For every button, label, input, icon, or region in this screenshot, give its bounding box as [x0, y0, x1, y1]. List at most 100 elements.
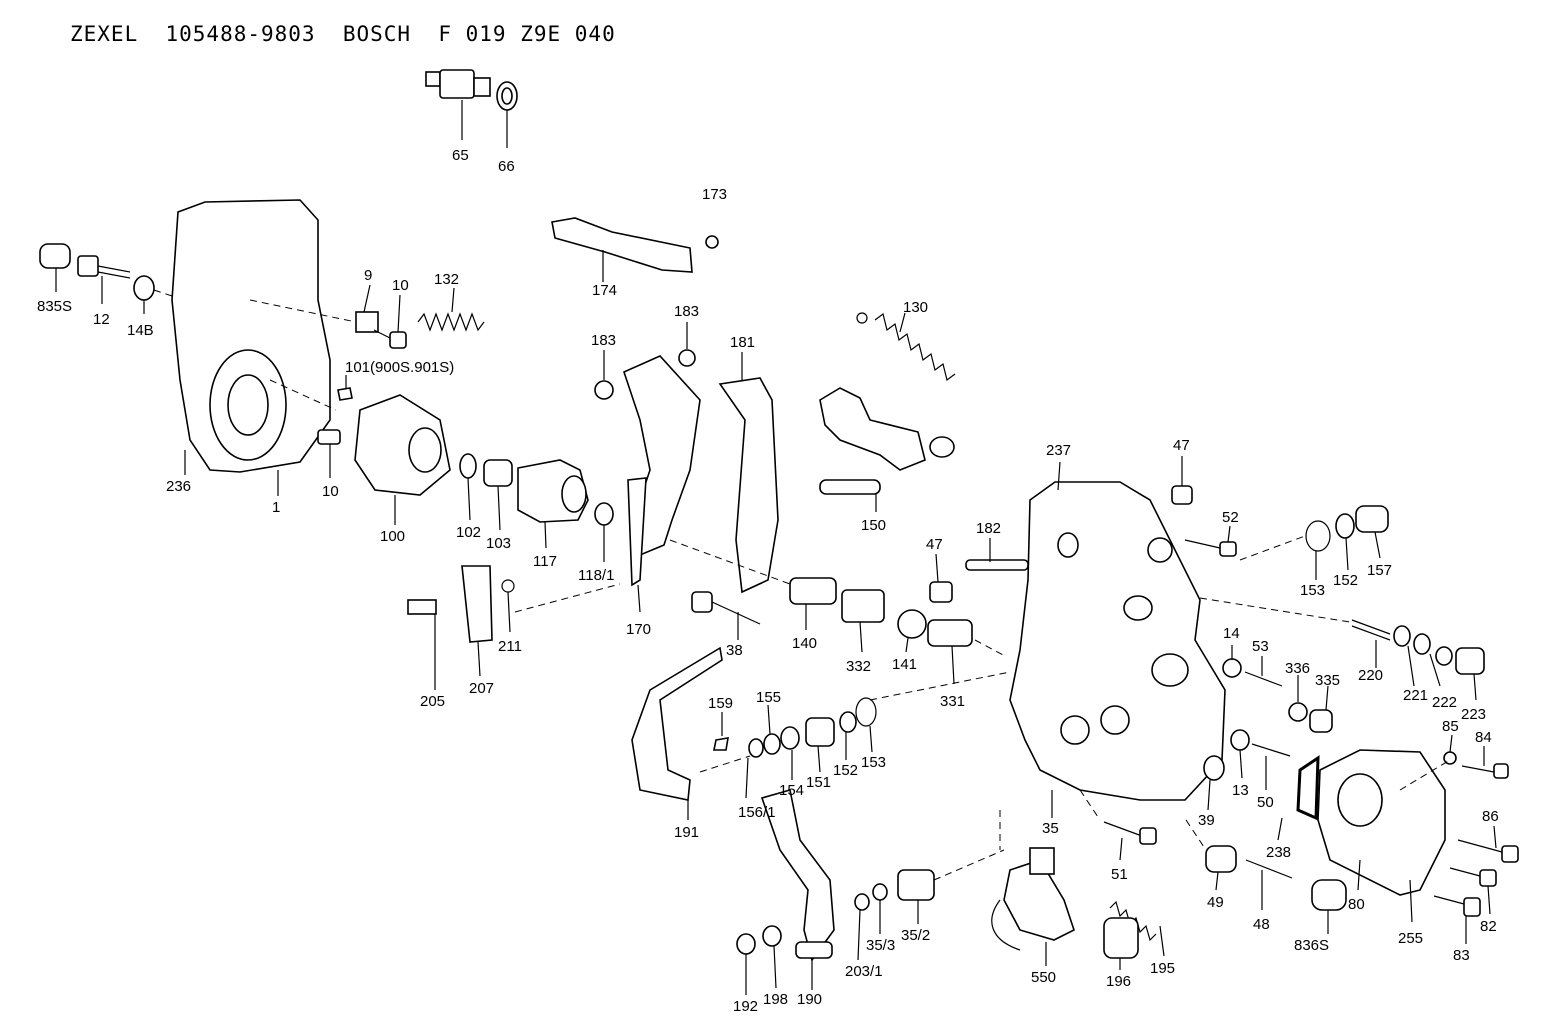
nut-222b-drawing: [1435, 646, 1453, 666]
part-label: 331: [940, 693, 965, 710]
key-159-drawing: [713, 712, 729, 751]
ring-154-drawing: [780, 726, 800, 780]
housing-237-drawing: [1009, 461, 1226, 818]
nut-14-drawing: [1222, 645, 1242, 678]
cap-836s-drawing: [1311, 879, 1347, 934]
part-label: 9: [364, 267, 372, 284]
washer-336-drawing: [1288, 675, 1308, 722]
part-label: 192: [733, 998, 758, 1015]
washer-353-drawing: [872, 883, 888, 934]
fitting-352-drawing: [897, 849, 1005, 924]
part-label: 203/1: [845, 963, 883, 980]
part-label: 14: [1223, 625, 1240, 642]
bolt-83-drawing: [1433, 895, 1481, 944]
part-label: 102: [456, 524, 481, 541]
washer-221-drawing: [1393, 625, 1415, 687]
part-label: 10: [392, 277, 409, 294]
spring-132-drawing: [417, 287, 485, 332]
bolt-51-drawing: [1103, 821, 1157, 861]
diagram-title: ZEXEL 105488-9803 BOSCH F 019 Z9E 040: [70, 22, 616, 46]
part-label: 100: [380, 528, 405, 545]
flyweight-100-drawing: [354, 394, 451, 525]
bracket-9-drawing: [355, 284, 379, 333]
washer-66-drawing: [496, 81, 518, 148]
washer-198-drawing: [762, 925, 782, 989]
screw-50-drawing: [1251, 743, 1291, 790]
part-label: 130: [903, 299, 928, 316]
plug-49-drawing: [1205, 845, 1237, 891]
part-label: 12: [93, 311, 110, 328]
plug-47b-drawing: [929, 553, 953, 603]
part-label: 101(900S.901S): [345, 359, 454, 376]
part-label: 10: [322, 483, 339, 500]
part-label: 35/3: [866, 937, 895, 954]
plug-39-drawing: [1203, 755, 1225, 811]
part-label: 118/1: [578, 567, 614, 584]
part-label: 222: [1432, 694, 1457, 711]
screw-220-drawing: [1199, 597, 1391, 668]
bolt-86-drawing: [1457, 825, 1519, 863]
washer-183a-drawing: [594, 350, 614, 400]
part-label: 49: [1207, 894, 1224, 911]
solenoid-550-drawing: [991, 847, 1075, 966]
nut-13-drawing: [1230, 729, 1250, 779]
plug-47a-drawing: [1171, 456, 1193, 505]
part-label: 117: [533, 553, 557, 570]
part-label: 39: [1198, 812, 1215, 829]
part-label: 183: [591, 332, 616, 349]
part-label: 13: [1232, 782, 1249, 799]
lever-181-drawing: [718, 352, 779, 594]
part-label: 332: [846, 658, 871, 675]
part-label: 53: [1252, 638, 1269, 655]
part-label: 190: [797, 991, 822, 1008]
sleeve-103-drawing: [483, 459, 513, 531]
pin-205-drawing: [407, 599, 437, 690]
lever-170-drawing: [623, 355, 701, 613]
part-label: 170: [626, 621, 651, 638]
oring-238-drawing: [1277, 755, 1320, 841]
part-label: 150: [861, 517, 886, 534]
part-label: 83: [1453, 947, 1470, 964]
part-label: 51: [1111, 866, 1128, 883]
part-label: 550: [1031, 969, 1056, 986]
screw-10b-drawing: [317, 429, 341, 478]
part-label: 152: [1333, 572, 1358, 589]
spring-140-drawing: [789, 577, 837, 630]
part-label: 159: [708, 695, 733, 712]
plate-207-drawing: [461, 565, 493, 677]
bolt-52-drawing: [1184, 525, 1237, 557]
part-label: 157: [1367, 562, 1392, 579]
part-label: 236: [166, 478, 191, 495]
part-label: 196: [1106, 973, 1131, 990]
part-label: 141: [892, 656, 917, 673]
part-label: 207: [469, 680, 494, 697]
lever-150-drawing: [819, 387, 955, 512]
plug-335-drawing: [1309, 685, 1333, 733]
cap-157-drawing: [1355, 505, 1389, 559]
washer-156-drawing: [745, 738, 764, 799]
washer-118-drawing: [594, 502, 614, 562]
clip-153a-drawing: [1239, 520, 1331, 580]
part-label: 336: [1285, 660, 1310, 677]
part-label: 182: [976, 520, 1001, 537]
spring-130-drawing: [856, 312, 956, 382]
part-label: 335: [1315, 672, 1340, 689]
part-label: 84: [1475, 729, 1492, 746]
drum-117-drawing: [517, 459, 589, 549]
part-label: 237: [1046, 442, 1071, 459]
screw-53-drawing: [1244, 656, 1283, 687]
housing-236-drawing: [171, 199, 331, 496]
part-label: 153: [861, 754, 886, 771]
part-label: 198: [763, 991, 788, 1008]
part-label: 155: [756, 689, 781, 706]
part-label: 14B: [127, 322, 154, 339]
clip-211-drawing: [501, 579, 621, 633]
part-label: 66: [498, 158, 515, 175]
spring-331-drawing: [927, 619, 1006, 685]
part-label: 221: [1403, 687, 1428, 704]
part-label: 80: [1348, 896, 1365, 913]
washer-141-drawing: [897, 609, 927, 653]
part-label: 183: [674, 303, 699, 320]
part-label: 47: [1173, 437, 1190, 454]
part-label: 223: [1461, 706, 1486, 723]
